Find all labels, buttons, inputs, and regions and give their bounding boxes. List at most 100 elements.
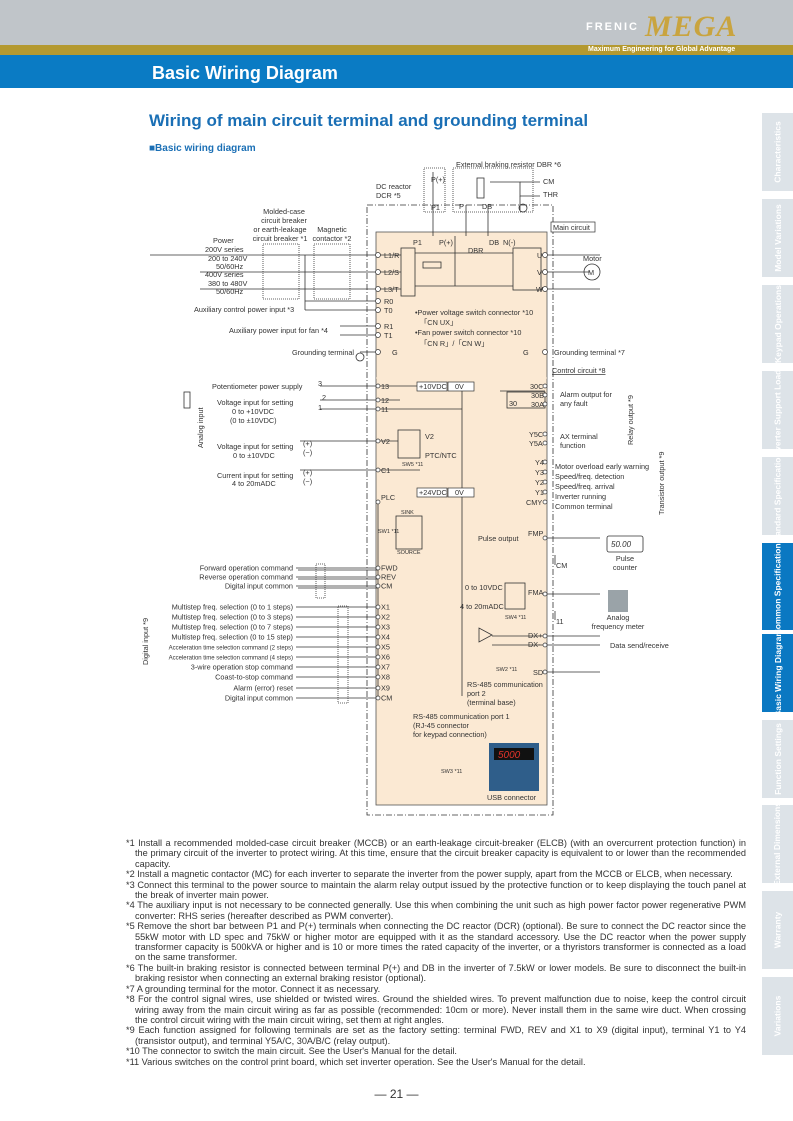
label: Motor [583, 254, 602, 263]
section-title: Wiring of main circuit terminal and grou… [149, 111, 589, 130]
label: (−) [303, 448, 312, 457]
label: 200 to 240V [208, 254, 247, 263]
terminal-label: REV [381, 573, 396, 582]
control-terminals [375, 383, 548, 675]
terminal [375, 664, 381, 670]
label: 3 [318, 379, 322, 388]
label: Molded-case [263, 207, 305, 216]
label: Digital input *9 [141, 618, 150, 665]
tab-characteristics[interactable]: Characteristics [762, 113, 793, 191]
label: any fault [560, 399, 588, 408]
main-circuit-label: Main circuit [553, 223, 590, 232]
tab-model-variations[interactable]: Model Variations [762, 199, 793, 277]
label: DC reactor [376, 182, 412, 191]
terminal-label: 13 [381, 382, 389, 391]
keypad-led: 5000 [498, 750, 521, 761]
label: (−) [303, 477, 312, 486]
tab-common-specifications[interactable]: Common Specifications [762, 538, 793, 635]
input-label: Acceleration time selection command (4 s… [169, 656, 293, 662]
label: Inverter running [555, 492, 606, 501]
terminal-label: Y2 [535, 478, 544, 487]
label: 380 to 480V [208, 279, 247, 288]
tab-standard-specifications[interactable]: Standard Specifications [762, 448, 793, 544]
terminal [375, 565, 381, 571]
label: 0V [455, 382, 464, 391]
tab-variations[interactable]: Variations [762, 977, 793, 1055]
label: (+) [303, 468, 312, 477]
terminal-label: DX+ [528, 631, 542, 640]
footnote-2: *2 Install a magnetic contactor (MC) for… [126, 869, 733, 880]
label: (+) [303, 439, 312, 448]
footnote-3: *3 Connect this terminal to the power so… [126, 879, 746, 901]
terminal-label: R0 [384, 297, 393, 306]
tab-warranty[interactable]: Warranty [762, 891, 793, 969]
title-band [0, 55, 793, 88]
terminal [375, 674, 381, 680]
label: DB [489, 238, 499, 247]
0v-box [447, 381, 475, 392]
terminal [375, 654, 381, 660]
label: P [459, 202, 464, 211]
terminal-label: U [537, 251, 542, 260]
terminal-label: Y3 [535, 468, 544, 477]
terminal-label: FMP [528, 529, 544, 538]
label: SW4 *11 [505, 615, 526, 621]
terminal [375, 644, 381, 650]
input-label: Coast-to-stop command [215, 673, 293, 682]
terminal-label: X9 [381, 684, 390, 693]
input-label: Digital input common [225, 582, 293, 591]
label: RS-485 communication [467, 680, 543, 689]
input-label: Forward operation command [200, 564, 293, 573]
input-label: Multistep freq. selection (0 to 1 steps) [172, 603, 293, 612]
label: 400V series [205, 270, 244, 279]
label: (terminal base) [467, 698, 516, 707]
counter-display: 50.00 [611, 540, 632, 549]
label: SW3 *11 [441, 769, 462, 775]
label: N(-) [503, 238, 516, 247]
label: Grounding terminal [292, 348, 354, 357]
mega-logo: MEGA [645, 10, 738, 43]
terminal [375, 583, 381, 589]
input-label: Reverse operation command [199, 573, 293, 582]
terminal-label: DX- [528, 640, 541, 649]
footnote-11: *11 Various switches on the control prin… [126, 1056, 586, 1067]
label: 「CN UX」 [420, 318, 457, 327]
label: Pulse output [478, 534, 519, 543]
terminal-label: X5 [381, 643, 390, 652]
tab-function-settings[interactable]: Function Settings [762, 720, 793, 798]
label: P(+) [431, 175, 445, 184]
terminal [375, 624, 381, 630]
label: circuit breaker [261, 216, 307, 225]
label: 0V [455, 488, 464, 497]
tab-external-dimensions[interactable]: External Dimensions [762, 802, 793, 886]
footnote-4: *4 The auxiliary input is not necessary … [126, 900, 746, 921]
control-circuit-label: Control circuit *8 [552, 366, 606, 375]
label: •Fan power switch connector *10 [415, 328, 521, 337]
label: Power [213, 236, 234, 245]
label: Transistor output *9 [657, 452, 666, 515]
motor-icon: M [588, 268, 594, 277]
label: 0 to +10VDC [232, 407, 274, 416]
label: 0 to ±10VDC [233, 451, 275, 460]
label: V2 [425, 432, 434, 441]
main-circuit-wiring [150, 167, 601, 362]
label: SOURCE [397, 550, 421, 556]
label: DB [482, 202, 492, 211]
label: +24VDC [419, 488, 447, 497]
analog-meter-icon [608, 590, 628, 612]
label: port 2 [467, 689, 486, 698]
label: Analog [607, 613, 630, 622]
tab-keypad-operations[interactable]: Keypad Operations [762, 285, 793, 363]
terminal [375, 604, 381, 610]
tab-basic-wiring-diagram[interactable]: Basic Wiring Diagram [762, 629, 793, 717]
label: Speed/freq. detection [555, 472, 624, 481]
label: DBR [468, 246, 483, 255]
tab-inverter-support-loader[interactable]: Inverter Support Loader [762, 362, 793, 458]
label: Alarm output for [560, 390, 612, 399]
label: RS-485 communication port 1 [413, 712, 510, 721]
label: Auxiliary control power input *3 [194, 305, 294, 314]
label: 50/60Hz [216, 262, 244, 271]
sub-title: ■Basic wiring diagram [149, 143, 256, 154]
label: CM [543, 177, 554, 186]
terminal-label: L2/S [384, 268, 399, 277]
